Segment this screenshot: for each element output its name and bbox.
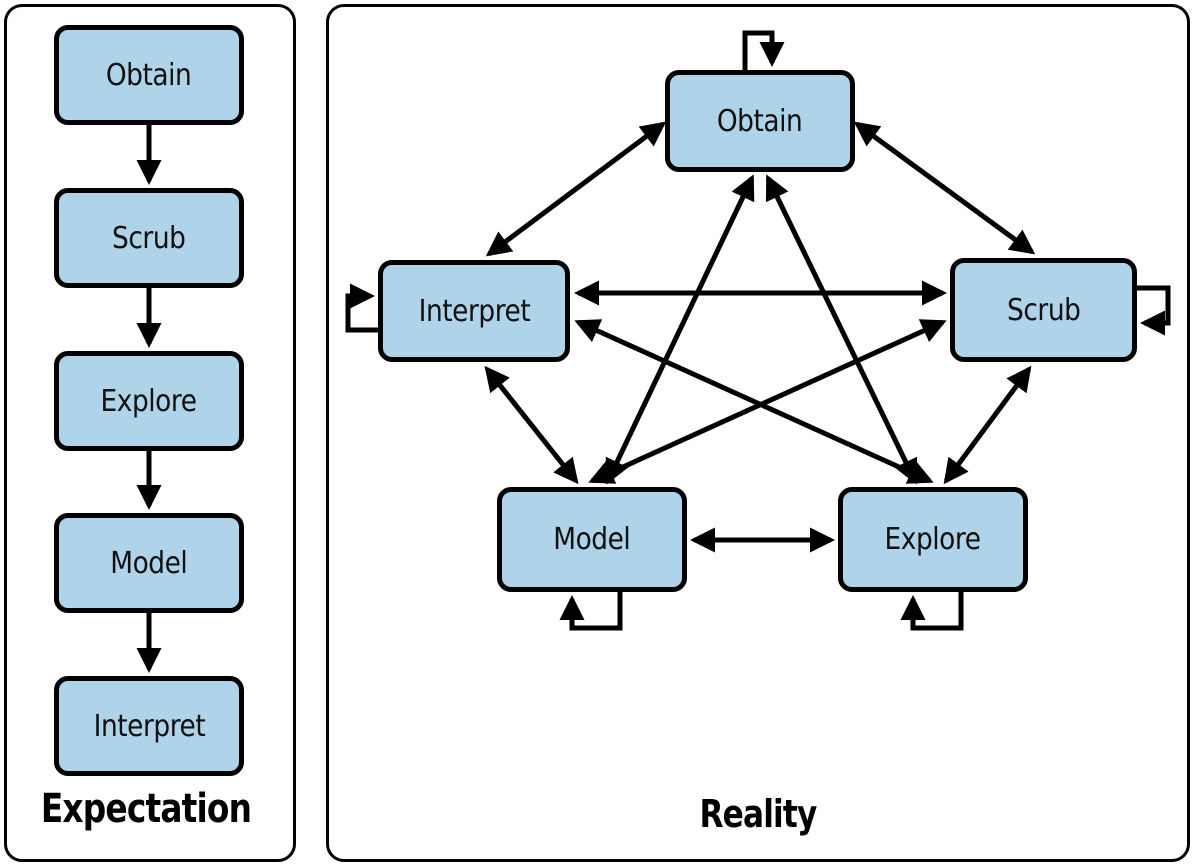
node-label: Explore [100,383,197,419]
reality-node-scrub[interactable]: Scrub [950,258,1137,362]
reality-node-interpret[interactable]: Interpret [378,260,570,362]
node-label: Scrub [112,220,186,256]
node-label: Interpret [93,708,205,744]
node-label: Model [110,545,188,581]
expectation-node-interpret[interactable]: Interpret [54,676,244,776]
node-label: Scrub [1006,292,1081,328]
expectation-node-explore[interactable]: Explore [54,351,244,451]
reality-node-explore[interactable]: Explore [838,487,1028,592]
reality-node-obtain[interactable]: Obtain [665,70,855,172]
node-label: Interpret [418,293,530,329]
expectation-caption: Expectation [40,786,252,832]
reality-node-model[interactable]: Model [497,487,687,592]
expectation-node-scrub[interactable]: Scrub [54,188,244,288]
reality-caption: Reality [699,792,817,836]
node-label: Explore [884,522,981,557]
expectation-node-obtain[interactable]: Obtain [54,25,244,125]
expectation-node-model[interactable]: Model [54,513,244,613]
node-label: Obtain [106,57,192,93]
node-label: Model [553,522,631,557]
node-label: Obtain [717,103,803,139]
